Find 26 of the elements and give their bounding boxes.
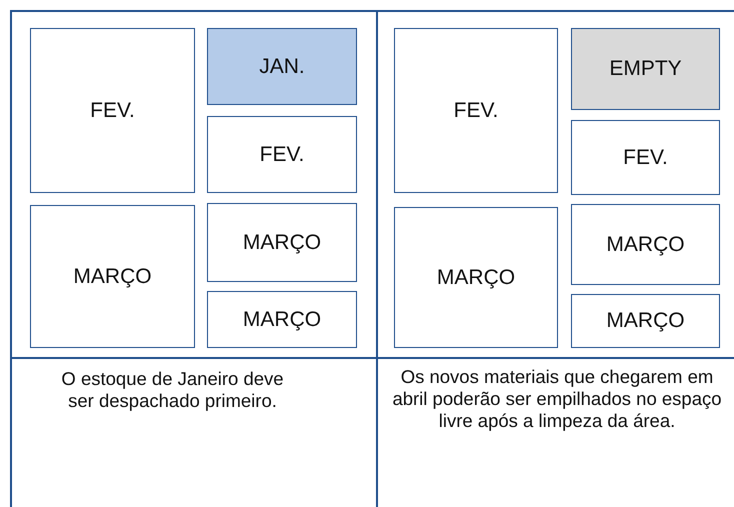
box-label: FEV.	[90, 98, 135, 122]
box-label: JAN.	[259, 54, 305, 78]
storage-box	[207, 28, 357, 105]
caption-text: O estoque de Janeiro deve ser despachado primeiro.	[60, 368, 285, 412]
box-label: EMPTY	[609, 57, 682, 81]
storage-box	[30, 28, 195, 193]
box-label: MARÇO	[242, 230, 322, 254]
storage-box	[207, 116, 357, 193]
storage-box	[207, 291, 357, 348]
box-label: MARÇO	[606, 232, 685, 256]
storage-box	[571, 120, 720, 195]
box-label: FEV.	[623, 146, 668, 170]
storage-box	[394, 207, 558, 348]
storage-box	[571, 294, 720, 348]
box-label: MARÇO	[606, 309, 685, 333]
box-label: MARÇO	[436, 266, 516, 290]
storage-box	[30, 205, 195, 348]
storage-box	[571, 204, 720, 285]
storage-box	[394, 28, 558, 193]
storage-box	[571, 28, 720, 110]
box-label: FEV.	[260, 142, 304, 166]
caption-text: Os novos materiais que chegarem em abril poderão ser empilhados no espaço livre após a limpeza da área.	[391, 366, 723, 433]
box-label: MARÇO	[242, 308, 322, 332]
storage-box	[207, 203, 357, 282]
box-label: FEV.	[454, 98, 498, 122]
box-label: MARÇO	[73, 264, 152, 288]
